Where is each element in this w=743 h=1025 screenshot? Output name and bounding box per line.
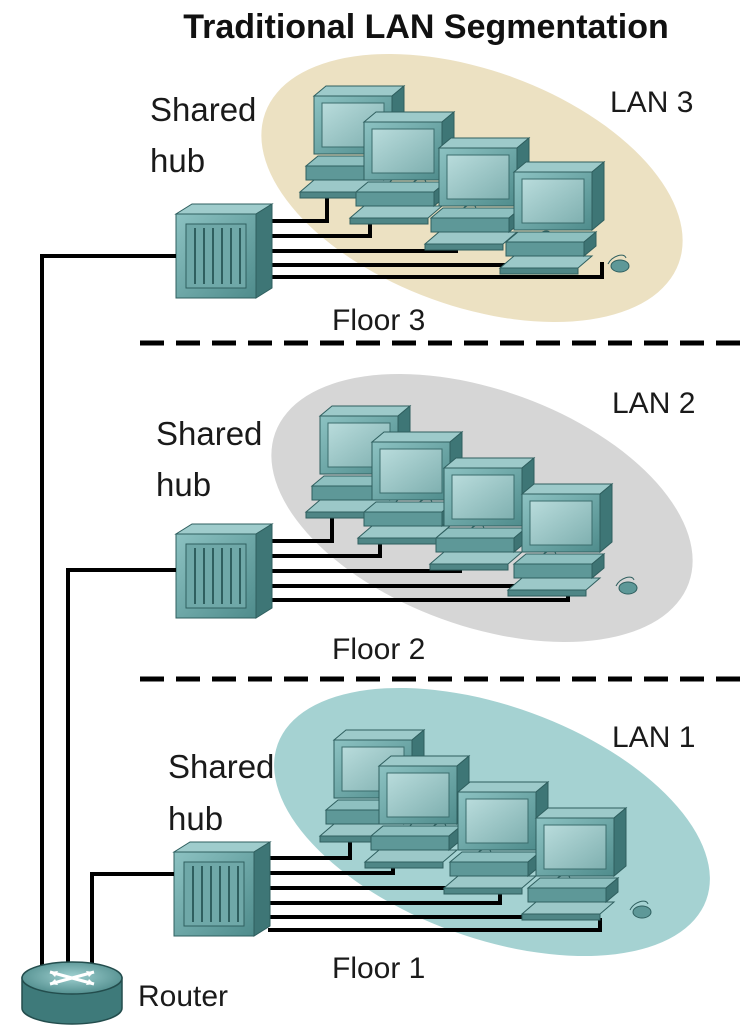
lan-2-hub-icon bbox=[175, 523, 273, 619]
router-uplink-cables bbox=[40, 254, 176, 965]
lan-3-hub-icon bbox=[175, 203, 273, 299]
floor-3-label: Floor 3 bbox=[332, 304, 425, 337]
segment-lan-3: LAN 3 Shared hub Floor 3 bbox=[150, 53, 693, 337]
lan-3-hub-label-shared: Shared bbox=[150, 91, 256, 128]
segment-lan-1: LAN 1 Shared hub Floor 1 bbox=[168, 687, 710, 985]
lan-3-label: LAN 3 bbox=[610, 86, 693, 119]
lan-3-hub-label-hub: hub bbox=[150, 142, 205, 179]
diagram-title: Traditional LAN Segmentation bbox=[183, 8, 668, 46]
lan-1-hub-label-shared: Shared bbox=[168, 748, 274, 785]
lan-2-hub-label-hub: hub bbox=[156, 466, 211, 503]
lan-1-hub-icon bbox=[173, 841, 271, 937]
lan-2-label: LAN 2 bbox=[612, 387, 695, 420]
lan-1-label: LAN 1 bbox=[612, 721, 695, 754]
segment-lan-2: LAN 2 Shared hub Floor 2 bbox=[156, 373, 695, 666]
router-icon bbox=[21, 961, 123, 1025]
floor-1-label: Floor 1 bbox=[332, 952, 425, 985]
lan-2-hub-label-shared: Shared bbox=[156, 415, 262, 452]
lan-1-hub-label-hub: hub bbox=[168, 800, 223, 837]
router-label: Router bbox=[138, 980, 228, 1013]
floor-2-label: Floor 2 bbox=[332, 633, 425, 666]
